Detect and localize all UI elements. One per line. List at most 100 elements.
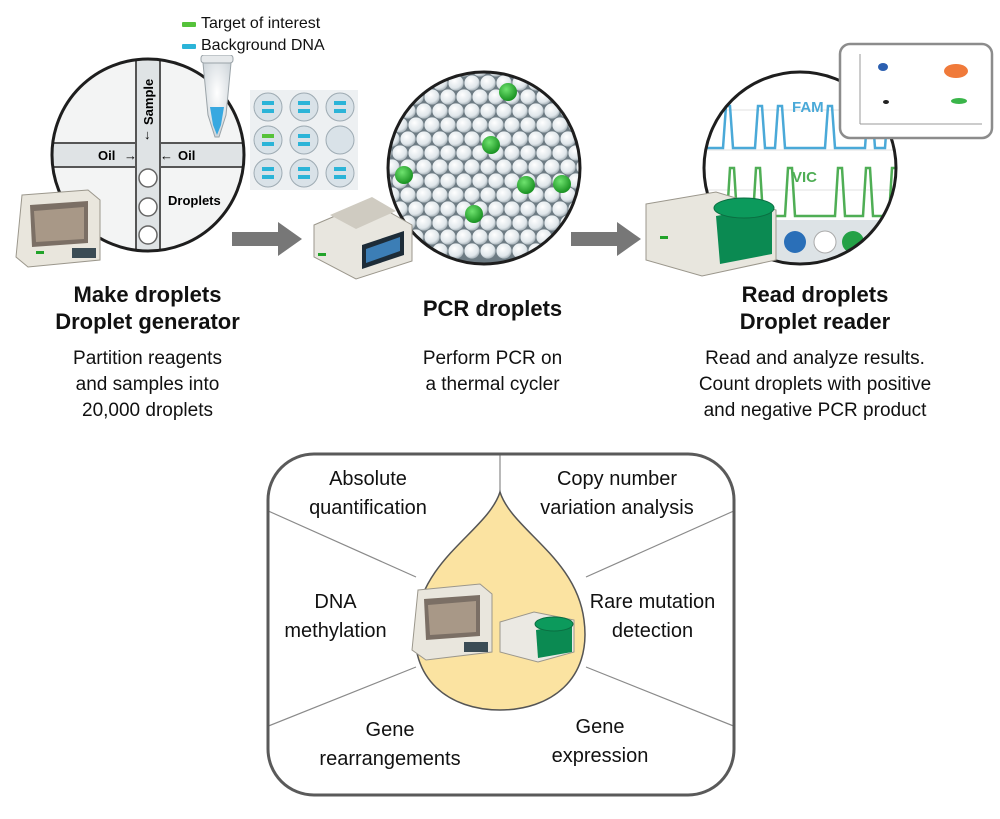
emulsion-droplet <box>552 72 568 77</box>
emulsion-droplet <box>388 75 400 91</box>
emulsion-droplet <box>568 89 580 105</box>
step-2-desc-line-2: a thermal cycler <box>425 374 560 395</box>
legend: Target of interest Background DNA <box>182 14 325 56</box>
step-3-title: Read droplets Droplet reader <box>670 281 960 335</box>
emulsion-droplet <box>512 215 528 231</box>
emulsion-droplet <box>416 187 432 203</box>
grid-droplet <box>253 125 283 155</box>
legend-target-label: Target of interest <box>201 15 321 32</box>
droplet-reader-illustration: FAM VIC <box>645 42 994 277</box>
emulsion-droplet <box>504 145 520 161</box>
positive-droplet <box>517 176 535 194</box>
grid-dna-mark <box>334 109 346 113</box>
oil-left-label: Oil <box>98 148 115 163</box>
app-copy-number-line-1: Copy number <box>556 468 678 490</box>
emulsion-droplet <box>568 145 580 161</box>
emulsion-droplet <box>448 159 464 175</box>
emulsion-droplet <box>464 103 480 119</box>
emulsion-droplet <box>424 72 440 77</box>
emulsion-droplet <box>472 173 488 189</box>
emulsion-droplet <box>552 145 568 161</box>
emulsion-droplet <box>536 201 552 217</box>
app-gene-rearrangements-line-1: Gene <box>365 719 415 741</box>
emulsion-droplet <box>480 215 496 231</box>
step-3-desc-line-2: Count droplets with positive <box>698 374 932 395</box>
app-rare-mutation-line-2: detection <box>611 620 694 642</box>
step-1-title: Make droplets Droplet generator <box>20 281 275 335</box>
svg-text:↓: ↓ <box>144 127 151 142</box>
grid-dna-mark <box>334 167 346 171</box>
app-gene-expression: Gene expression <box>520 713 680 771</box>
app-dna-methylation-line-2: methylation <box>284 620 387 642</box>
positive-droplet <box>482 136 500 154</box>
applications-panel <box>266 452 736 797</box>
droplet-partition-grid <box>250 90 358 190</box>
emulsion-droplet <box>520 89 536 105</box>
emulsion-droplet <box>448 131 464 147</box>
emulsion-droplet <box>528 159 544 175</box>
target-swatch <box>182 21 196 27</box>
emulsion-droplet <box>536 117 552 133</box>
grid-dna-mark <box>298 142 310 146</box>
step-2-title: PCR droplets <box>380 295 605 322</box>
emulsion-droplet <box>432 131 448 147</box>
grid-dna-mark <box>334 101 346 105</box>
emulsion-droplet <box>576 103 580 119</box>
emulsion-droplet <box>440 229 456 245</box>
emulsion-droplet <box>520 229 536 245</box>
emulsion-droplet <box>520 72 536 77</box>
emulsion-droplet <box>520 117 536 133</box>
emulsion-droplet <box>424 173 440 189</box>
emulsion-droplet <box>464 131 480 147</box>
emulsion-droplet <box>520 145 536 161</box>
emulsion-droplet <box>408 201 424 217</box>
emulsion-droplet <box>472 89 488 105</box>
emulsion-droplet <box>388 103 400 119</box>
emulsion-droplet <box>528 131 544 147</box>
emulsion-droplet <box>432 215 448 231</box>
emulsion-droplet <box>448 75 464 91</box>
grid-droplet <box>289 125 319 155</box>
arrow-2 <box>571 222 641 256</box>
emulsion-droplet <box>504 229 520 245</box>
step-3-title-line-2: Droplet reader <box>739 309 891 334</box>
emulsion-droplet <box>440 117 456 133</box>
grid-dna-mark <box>334 175 346 179</box>
scatter-plot-inset <box>838 42 994 140</box>
grid-dna-mark <box>298 134 310 138</box>
emulsion-droplet <box>480 159 496 175</box>
step-1-description: Partition reagents and samples into 20,0… <box>20 346 275 424</box>
emulsion-droplet <box>408 72 424 77</box>
emulsion-droplet <box>464 75 480 91</box>
emulsion-droplet <box>496 103 512 119</box>
emulsion-droplet <box>560 75 576 91</box>
grid-dna-mark <box>262 167 274 171</box>
emulsion-droplet <box>584 173 590 188</box>
step-1-title-line-2: Droplet generator <box>55 309 240 334</box>
grid-dna-mark <box>298 109 310 113</box>
emulsion-droplet <box>488 229 504 245</box>
grid-dna-mark <box>262 134 274 138</box>
app-rare-mutation-line-1: Rare mutation <box>589 591 716 613</box>
background-swatch <box>182 43 196 49</box>
emulsion-droplet <box>440 201 456 217</box>
emulsion-droplet <box>584 201 590 216</box>
emulsion-droplet <box>472 229 488 245</box>
emulsion-droplet <box>424 145 440 161</box>
pcr-droplets-illustration <box>313 70 590 280</box>
grid-droplet <box>325 92 355 122</box>
app-absolute-quantification-line-2: quantification <box>309 497 427 519</box>
vic-label: VIC <box>792 169 817 186</box>
droplet-reader-instrument-icon <box>645 191 777 277</box>
droplet-generator-illustration: Oil → ← Oil Droplets Sample ↓ <box>15 55 358 268</box>
emulsion-droplet <box>456 173 472 189</box>
emulsion-droplet <box>488 117 504 133</box>
app-rare-mutation-detection: Rare mutation detection <box>575 588 730 646</box>
grid-dna-mark <box>298 175 310 179</box>
emulsion-droplet <box>568 72 580 77</box>
step-2-title-line-1: PCR droplets <box>422 296 563 321</box>
emulsion-droplet <box>400 131 416 147</box>
emulsion-droplet <box>552 201 568 217</box>
grid-dna-mark <box>298 101 310 105</box>
emulsion-droplet <box>456 229 472 245</box>
